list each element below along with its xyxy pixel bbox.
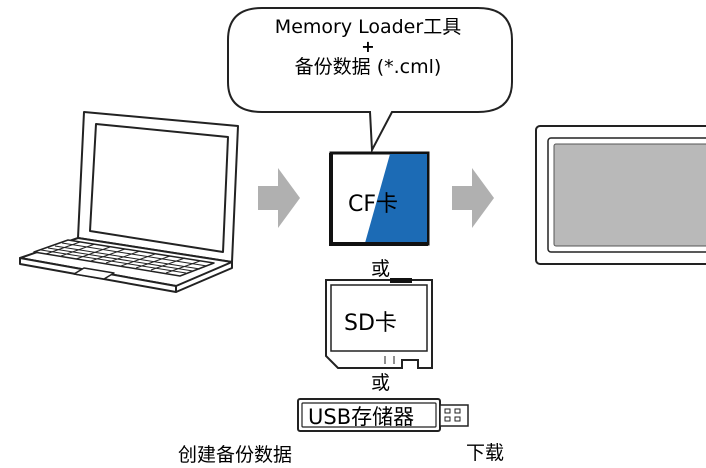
arrow-right-icon — [258, 168, 300, 228]
speech-bubble — [227, 7, 513, 154]
bubble-line-tool: Memory Loader工具 — [274, 16, 462, 38]
bubble-line-plus: + — [361, 37, 375, 56]
usb-drive-label: USB存储器 — [308, 405, 415, 429]
sd-card-label: SD卡 — [344, 311, 397, 336]
or-connector-2: 或 — [371, 372, 391, 394]
cf-card-icon — [329, 151, 430, 246]
usb-drive-icon — [297, 398, 469, 432]
sd-card-icon — [325, 278, 433, 369]
bubble-line-backup: 备份数据 (*.cml) — [294, 56, 442, 78]
laptop-icon — [19, 111, 239, 293]
arrow-right-icon — [452, 168, 494, 228]
bubble-text: Memory Loader工具 + 备份数据 (*.cml) — [238, 14, 498, 80]
caption-download: 下载 — [466, 442, 505, 464]
caption-create-backup: 创建备份数据 — [178, 444, 293, 466]
display-device-icon — [535, 125, 706, 265]
cf-card-label: CF卡 — [348, 192, 399, 217]
or-connector-1: 或 — [371, 258, 391, 280]
